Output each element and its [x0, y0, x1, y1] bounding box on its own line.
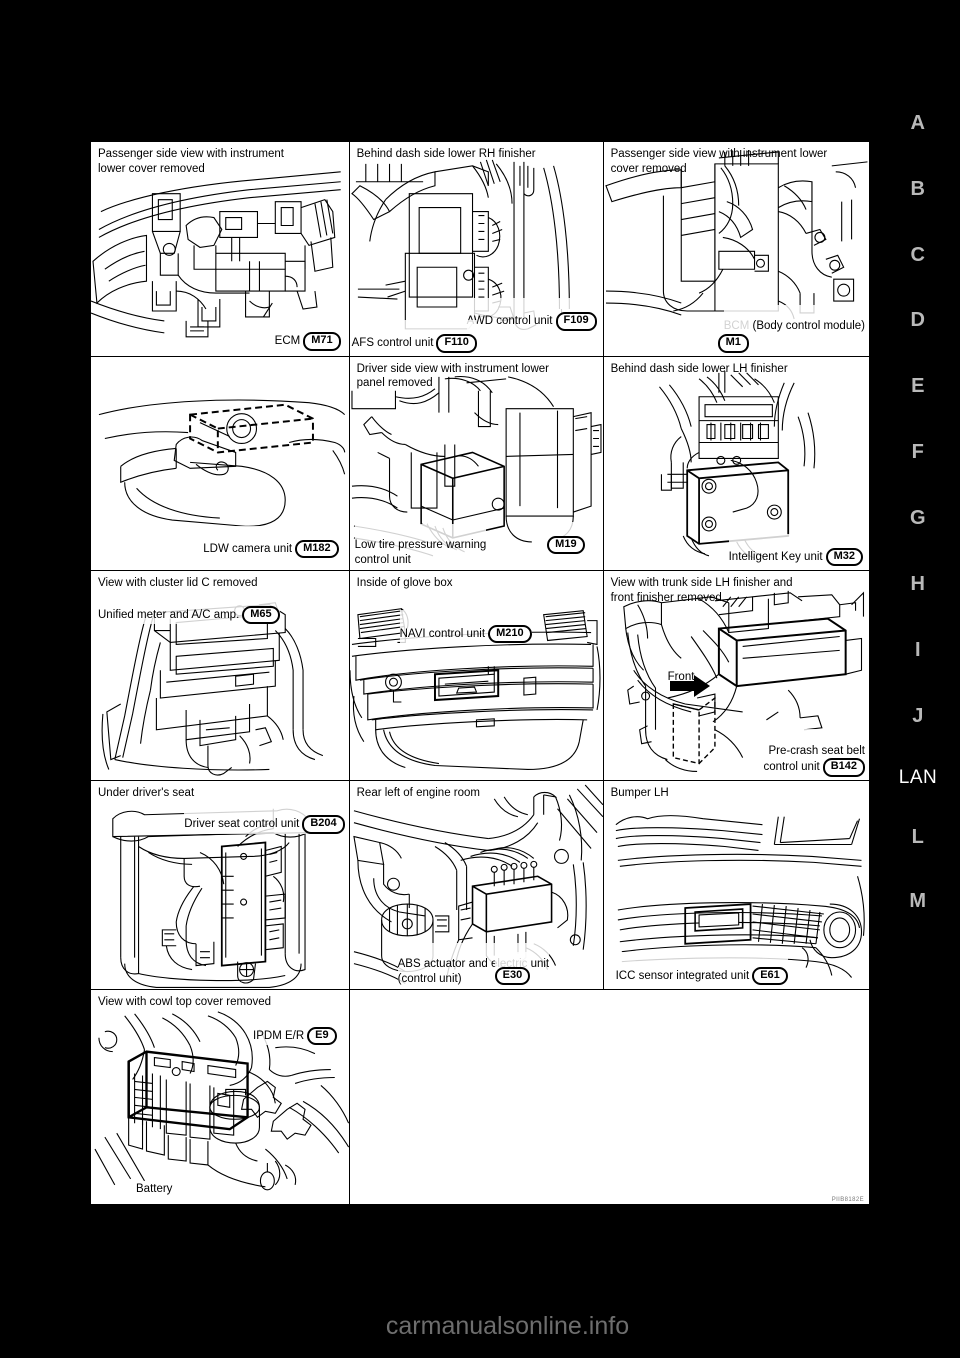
- cell-intelligent-key: Behind dash side lower LH finisher Intel…: [602, 355, 871, 572]
- index-tab-d[interactable]: D: [910, 309, 926, 331]
- callout-label-battery: Battery: [136, 1183, 173, 1196]
- connector-badge-m71: M71: [303, 332, 341, 351]
- cell-title-unified-meter: View with cluster lid C removed: [98, 577, 258, 590]
- index-tab-e[interactable]: E: [911, 375, 925, 397]
- cell-awd-afs: Behind dash side lower RH finisher AWD c…: [348, 141, 604, 357]
- callout-label-ikey: Intelligent Key unit: [728, 551, 823, 564]
- cell-title-ikey: Behind dash side lower LH finisher: [610, 362, 788, 375]
- figure-code: PIIB8182E: [831, 1197, 864, 1203]
- connector-badge-f110: F110: [436, 334, 477, 353]
- index-tab-g[interactable]: G: [909, 507, 927, 529]
- cell-abs-actuator: Rear left of engine room ABS actuator an…: [348, 779, 604, 991]
- front-direction-arrow: [668, 673, 712, 699]
- index-tab-h[interactable]: H: [910, 573, 926, 595]
- cell-title-awd-afs: Behind dash side lower RH finisher: [356, 148, 536, 160]
- index-tab-a[interactable]: A: [910, 112, 926, 134]
- cell-title-abs: Rear left of engine room: [356, 786, 480, 799]
- callout-low-tire-connector: M19: [547, 521, 585, 555]
- cell-title-icc: Bumper LH: [610, 786, 669, 799]
- cell-driver-seat: Under driver's seat Driver seat control …: [90, 779, 350, 991]
- grid-row: View with cowl top cover removed IPDM E/…: [90, 989, 871, 1205]
- callout-label-driver-seat: Driver seat control unit: [184, 818, 300, 831]
- cell-unified-meter: View with cluster lid C removed Unified …: [90, 570, 350, 781]
- index-tab-m[interactable]: M: [909, 890, 927, 912]
- cell-bcm: Passenger side view with instrument lowe…: [602, 141, 871, 357]
- index-tab-j[interactable]: J: [912, 705, 924, 727]
- connector-badge-e9: E9: [307, 1026, 337, 1046]
- callout-bcm-connector: M1: [717, 319, 749, 353]
- connector-badge-m182: M182: [295, 540, 339, 559]
- section-index-tabs: A B C D E F G H I J LAN L M: [888, 100, 948, 930]
- grid-row: Under driver's seat Driver seat control …: [90, 779, 871, 991]
- index-tab-lan[interactable]: LAN: [898, 767, 938, 788]
- callout-label-afs: AFS control unit: [351, 337, 434, 350]
- callout-low-tire: Low tire pressure warning control unit: [354, 523, 487, 568]
- callout-unified-meter: Unified meter and A/C amp.M65: [98, 591, 280, 625]
- grid-row: View with cluster lid C removed Unified …: [90, 570, 871, 781]
- cell-pre-crash-seat-belt: View with trunk side LH finisher and fro…: [602, 570, 871, 781]
- callout-battery: Battery: [136, 1168, 172, 1197]
- cell-title-driver-seat: Under driver's seat: [98, 786, 195, 799]
- cell-title-navi: Inside of glove box: [356, 577, 453, 590]
- index-tab-b[interactable]: B: [910, 178, 926, 200]
- callout-label-ipdm: IPDM E/R: [253, 1029, 305, 1042]
- index-tab-f[interactable]: F: [911, 441, 925, 463]
- connector-badge-m1: M1: [717, 334, 749, 353]
- grid-row: Passenger side view with instrument lowe…: [90, 141, 871, 357]
- connector-badge-e30: E30: [494, 966, 531, 986]
- callout-label-unified-meter: Unified meter and A/C amp.: [98, 608, 240, 621]
- connector-badge-b204: B204: [302, 815, 345, 834]
- callout-label-precrash: Pre-crash seat belt control unit: [763, 744, 865, 774]
- callout-label-navi: NAVI control unit: [399, 627, 486, 640]
- cell-title-precrash: View with trunk side LH finisher and fro…: [610, 577, 793, 605]
- callout-label-ecm: ECM: [274, 335, 301, 348]
- connector-badge-m19: M19: [547, 536, 585, 555]
- connector-badge-m32: M32: [825, 548, 863, 567]
- callout-label-ldw: LDW camera unit: [203, 543, 293, 556]
- connector-badge-b142: B142: [822, 758, 865, 777]
- component-location-grid: Passenger side view with instrument lowe…: [88, 139, 872, 1207]
- index-tab-l[interactable]: L: [911, 826, 925, 848]
- cell-ecm: Passenger side view with instrument lowe…: [90, 141, 350, 357]
- callout-label-icc: ICC sensor integrated unit: [615, 969, 750, 982]
- cell-title-bcm: Passenger side view with instrument lowe…: [610, 148, 828, 175]
- connector-badge-m210: M210: [488, 624, 532, 644]
- callout-abs-connector: E30: [494, 952, 531, 986]
- cell-low-tire-pressure: Driver side view with instrument lower p…: [348, 355, 604, 572]
- connector-badge-m65: M65: [242, 605, 280, 625]
- cell-title-ipdm: View with cowl top cover removed: [98, 996, 271, 1009]
- cell-title-ecm: Passenger side view with instrument lowe…: [98, 148, 284, 175]
- cell-ipdm-battery: View with cowl top cover removed IPDM E/…: [90, 989, 350, 1205]
- index-tab-c[interactable]: C: [910, 244, 926, 266]
- index-tab-i[interactable]: I: [914, 639, 922, 661]
- cell-empty: [348, 989, 871, 1205]
- cell-title-low-tire: Driver side view with instrument lower p…: [356, 362, 549, 390]
- callout-label-low-tire: Low tire pressure warning control unit: [354, 539, 487, 566]
- watermark-text: carmanualsonline.info: [385, 1312, 630, 1340]
- callout-label-awd: AWD control unit: [466, 315, 553, 328]
- connector-badge-f109: F109: [555, 312, 597, 331]
- site-watermark: carmanualsonline.info: [0, 1312, 960, 1341]
- connector-badge-e61: E61: [752, 966, 788, 986]
